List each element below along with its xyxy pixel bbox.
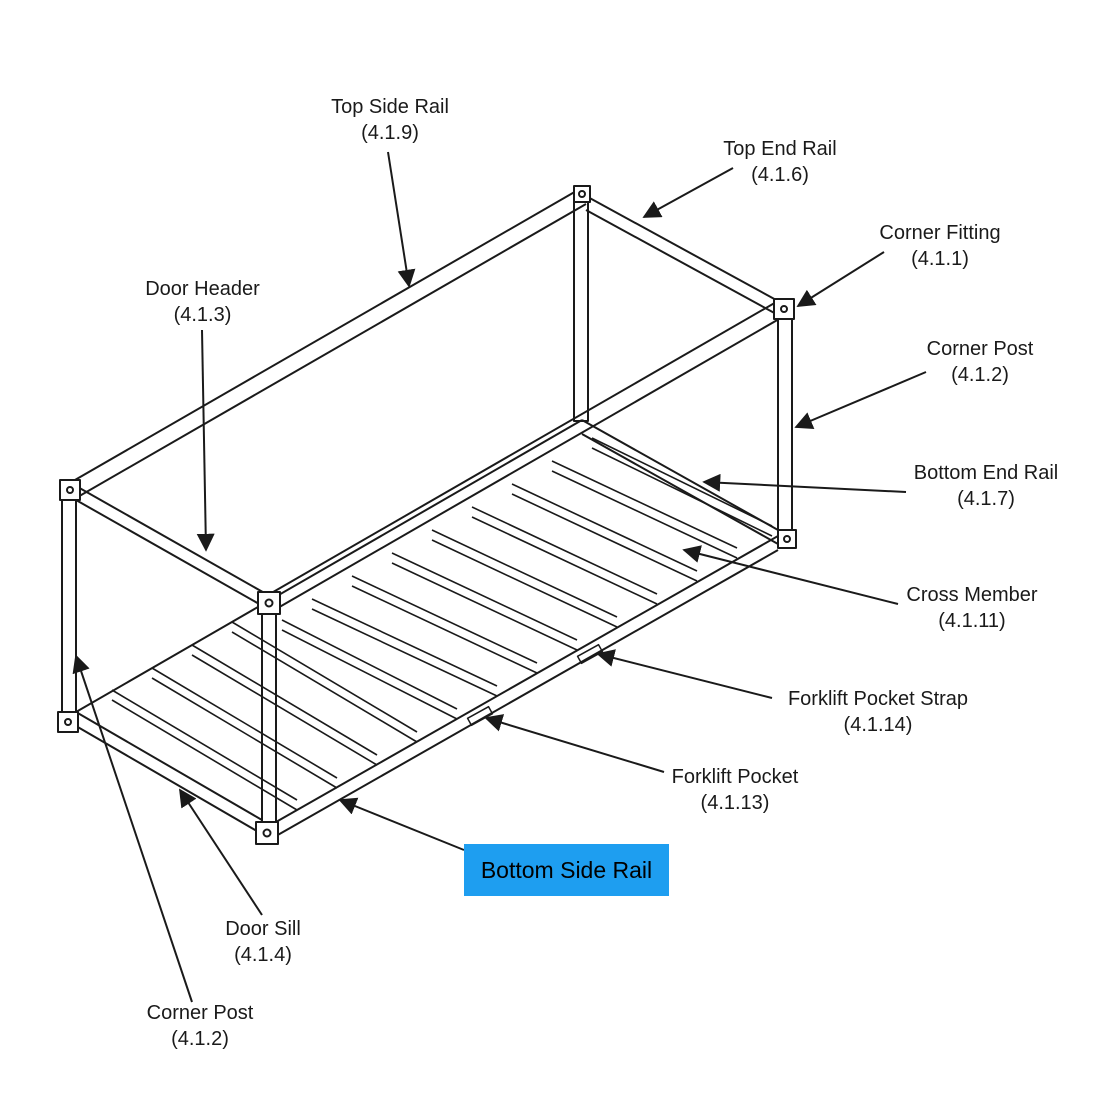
label-door-sill-name: Door Sill	[225, 918, 301, 940]
label-forklift-pocket: Forklift Pocket (4.1.13)	[650, 764, 820, 816]
arrow-forklift-pocket-strap	[596, 649, 773, 699]
forklift-pocket-strap	[576, 643, 604, 665]
label-cross-member-name: Cross Member	[906, 584, 1038, 606]
label-door-sill: Door Sill (4.1.4)	[200, 916, 326, 968]
bottom-end-rail	[581, 419, 779, 545]
top-side-rail-front	[267, 300, 787, 610]
label-corner-post-left: Corner Post (4.1.2)	[120, 1000, 280, 1052]
corner-post-back-right	[777, 304, 793, 546]
arrow-corner-fitting	[796, 251, 885, 307]
label-corner-fitting: Corner Fitting (4.1.1)	[860, 220, 1020, 272]
label-bottom-end-rail-code: (4.1.7)	[957, 488, 1015, 510]
arrow-cross-member	[682, 545, 899, 605]
corner-post-back-left	[573, 195, 589, 422]
label-corner-post-right-name: Corner Post	[926, 338, 1034, 360]
label-forklift-pocket-code: (4.1.13)	[700, 792, 770, 814]
label-corner-fitting-code: (4.1.1)	[911, 248, 969, 270]
arrow-forklift-pocket	[484, 714, 665, 773]
label-top-side-rail: Top Side Rail (4.1.9)	[300, 94, 480, 146]
label-forklift-pocket-strap-code: (4.1.14)	[843, 714, 913, 736]
arrow-corner-post-left	[72, 654, 193, 1003]
arrow-bottom-side-rail	[338, 797, 465, 851]
frame-structure	[57, 185, 797, 845]
label-door-header-name: Door Header	[145, 278, 260, 300]
bottom-side-rail-back	[75, 419, 583, 713]
label-door-header-code: (4.1.3)	[173, 304, 232, 326]
label-forklift-pocket-name: Forklift Pocket	[671, 766, 799, 788]
corner-fittings	[57, 185, 797, 845]
arrow-top-end-rail	[642, 167, 734, 218]
corner-post-front-right	[261, 595, 277, 837]
label-top-side-rail-name: Top Side Rail	[331, 96, 449, 118]
label-top-side-rail-code: (4.1.9)	[361, 122, 419, 144]
label-corner-post-right: Corner Post (4.1.2)	[900, 336, 1060, 388]
door-sill	[75, 711, 263, 835]
label-corner-post-right-code: (4.1.2)	[951, 364, 1009, 386]
corner-post-front-left	[61, 483, 77, 725]
label-cross-member-code: (4.1.11)	[938, 610, 1006, 632]
label-door-sill-code: (4.1.4)	[234, 944, 292, 966]
label-top-end-rail: Top End Rail (4.1.6)	[700, 136, 860, 188]
label-bottom-end-rail: Bottom End Rail (4.1.7)	[896, 460, 1076, 512]
top-end-rail	[585, 195, 779, 316]
bottom-side-rail-front	[275, 535, 779, 837]
top-side-rail-back	[67, 189, 587, 499]
label-door-header: Door Header (4.1.3)	[120, 276, 285, 328]
arrow-door-sill	[179, 788, 263, 916]
label-bottom-side-rail-name: Bottom Side Rail	[480, 857, 653, 883]
label-forklift-pocket-strap: Forklift Pocket Strap (4.1.14)	[766, 686, 990, 738]
forklift-pocket	[466, 705, 494, 727]
label-corner-post-left-code: (4.1.2)	[171, 1028, 229, 1050]
leader-arrows	[72, 151, 927, 1003]
label-bottom-side-rail-highlight: Bottom Side Rail	[464, 844, 669, 896]
label-corner-post-left-name: Corner Post	[146, 1002, 254, 1024]
label-bottom-end-rail-name: Bottom End Rail	[913, 462, 1059, 484]
arrow-top-side-rail	[387, 151, 416, 288]
label-top-end-rail-code: (4.1.6)	[751, 164, 809, 186]
arrow-corner-post-right	[794, 371, 927, 429]
label-forklift-pocket-strap-name: Forklift Pocket Strap	[787, 688, 969, 710]
label-corner-fitting-name: Corner Fitting	[879, 222, 1001, 244]
arrow-door-header	[196, 329, 215, 552]
arrow-bottom-end-rail	[702, 473, 907, 493]
cross-members	[111, 437, 773, 811]
door-header	[75, 485, 269, 610]
label-top-end-rail-name: Top End Rail	[723, 138, 837, 160]
label-cross-member: Cross Member (4.1.11)	[886, 582, 1058, 634]
